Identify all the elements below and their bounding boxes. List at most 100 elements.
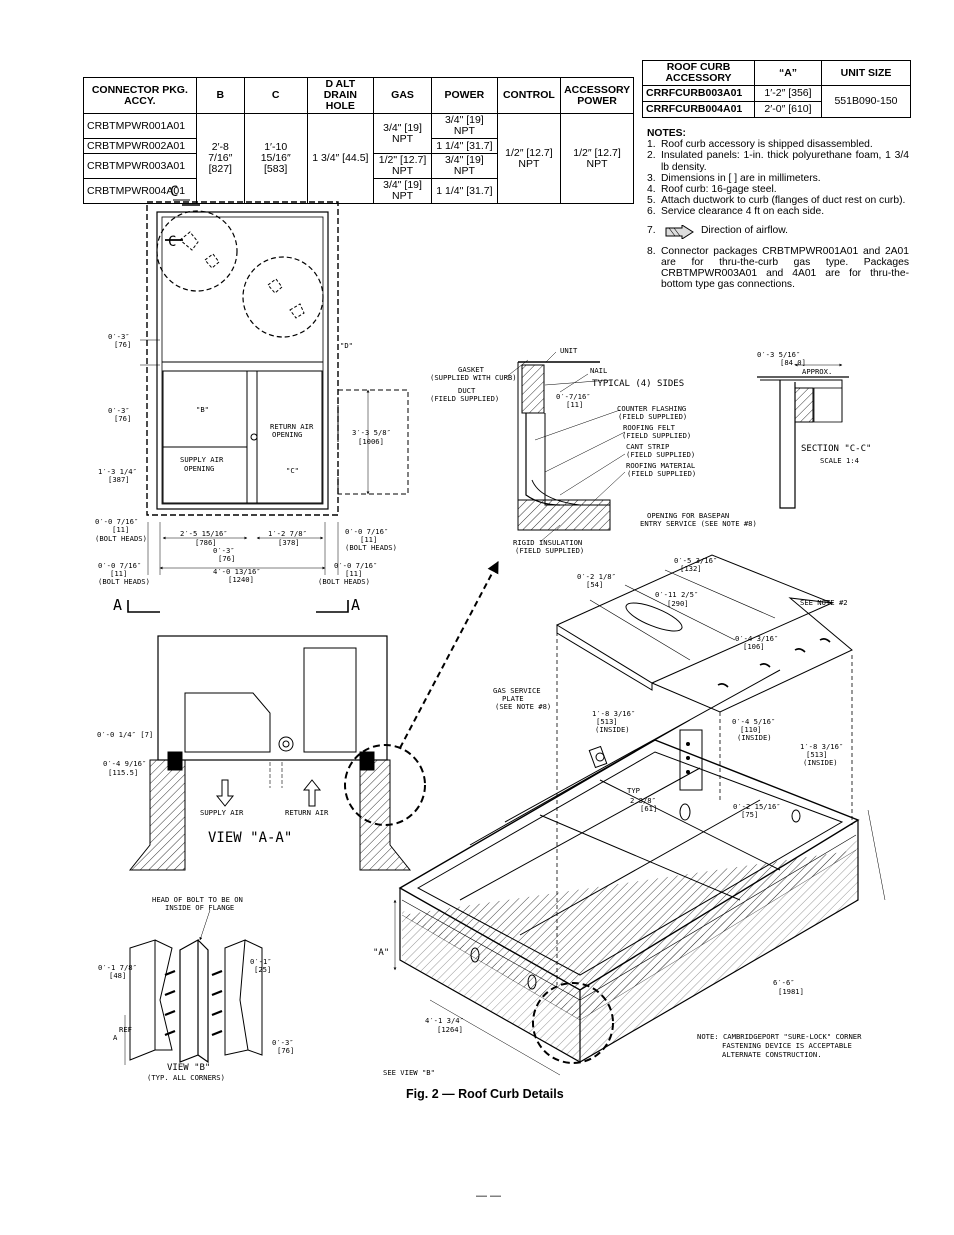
svg-text:OPENING FOR BASEPAN: OPENING FOR BASEPAN [647,511,729,520]
svg-text:A: A [351,596,360,614]
svg-text:0′-1″: 0′-1″ [250,957,272,966]
svg-text:[76]: [76] [277,1046,294,1055]
svg-text:"B": "B" [196,405,209,414]
svg-text:(FIELD SUPPLIED): (FIELD SUPPLIED) [627,469,696,478]
svg-text:0′-0 7/16″: 0′-0 7/16″ [345,527,388,536]
svg-text:0′-1 7/8″: 0′-1 7/8″ [98,963,137,972]
svg-text:ALTERNATE CONSTRUCTION.: ALTERNATE CONSTRUCTION. [722,1050,822,1059]
svg-text:(FIELD SUPPLIED): (FIELD SUPPLIED) [626,450,695,459]
svg-text:(INSIDE): (INSIDE) [803,758,838,767]
airflow-arrow-icon [665,224,694,239]
cell-pkg: CRBTMPWR003A01 [83,153,197,179]
table-row: CRBTMPWR001A01 2′-8 7/16″ [827] 1′-10 15… [83,113,634,204]
svg-text:(FIELD SUPPLIED): (FIELD SUPPLIED) [622,431,691,440]
cell-unit-size: 551B090-150 [821,85,911,118]
svg-text:[786]: [786] [195,538,217,547]
svg-text:(INSIDE): (INSIDE) [737,733,772,742]
cell-gas: 1/2" [12.7] NPT [373,153,432,179]
notes-title: NOTES: [647,128,686,139]
view-aa-labels: 0′-0 1/4″ [7] 0′-4 9/16″ [115.5] SUPPLY … [97,730,329,846]
svg-text:SUPPLY AIR: SUPPLY AIR [200,808,244,817]
svg-text:C: C [170,184,178,200]
svg-text:0′-3″: 0′-3″ [108,332,130,341]
svg-text:[290]: [290] [667,599,689,608]
table-header-row: CONNECTOR PKG. ACCY. B C D ALT DRAIN HOL… [83,77,634,114]
plan-view-labels: C C 0′-3″ [76] 0′-3″ [76] 1′-3 1/4″ [387… [95,184,397,614]
svg-text:(SUPPLIED WITH CURB): (SUPPLIED WITH CURB) [430,373,517,382]
svg-text:ENTRY SERVICE (SEE NOTE #8): ENTRY SERVICE (SEE NOTE #8) [640,519,757,528]
svg-text:(BOLT HEADS): (BOLT HEADS) [318,577,370,586]
svg-text:[84.0]: [84.0] [780,358,806,367]
svg-text:APPROX.: APPROX. [802,367,832,376]
svg-text:(INSIDE): (INSIDE) [595,725,630,734]
svg-text:NAIL: NAIL [590,366,607,375]
svg-text:VIEW "B": VIEW "B" [167,1063,210,1073]
svg-text:1′-8 3/16″: 1′-8 3/16″ [592,709,635,718]
svg-text:INSIDE OF FLANGE: INSIDE OF FLANGE [165,903,234,912]
header-accessory-power: ACCESSORY POWER [560,77,634,114]
cell-a: 2′-0″ [610] [754,101,822,118]
svg-text:(TYP. ALL CORNERS): (TYP. ALL CORNERS) [147,1073,225,1082]
svg-text:REF: REF [119,1025,132,1034]
svg-text:[54]: [54] [586,580,603,589]
svg-text:[1006]: [1006] [358,437,384,446]
svg-text:0′-4 5/16″: 0′-4 5/16″ [732,717,775,726]
cell-gas: 3/4" [19] NPT [373,178,432,204]
svg-text:CANT STRIP: CANT STRIP [626,442,669,451]
note-item: 5.Attach ductwork to curb (flanges of du… [647,195,906,207]
svg-text:0′-3″: 0′-3″ [213,546,235,555]
svg-text:3′-3 5/8″: 3′-3 5/8″ [352,428,391,437]
svg-text:(BOLT HEADS): (BOLT HEADS) [345,543,397,552]
header-control: CONTROL [496,77,562,114]
svg-text:0′-4 3/16″: 0′-4 3/16″ [735,634,778,643]
svg-text:1′-3 1/4″: 1′-3 1/4″ [98,467,137,476]
svg-text:[25]: [25] [254,965,271,974]
note-item: 2.Insulated panels: 1-in. thick polyuret… [647,150,909,173]
svg-text:A: A [113,1033,118,1042]
svg-text:ROOFING MATERIAL: ROOFING MATERIAL [626,461,695,470]
svg-text:0′-3 5/16″: 0′-3 5/16″ [757,350,800,359]
svg-text:(FIELD SUPPLIED): (FIELD SUPPLIED) [430,394,499,403]
table-row: CRRFCURB003A01 1′-2″ [356] 551B090-150 [642,85,911,118]
svg-text:[115.5]: [115.5] [108,768,138,777]
notes-block: NOTES: 1.Roof curb accessory is shipped … [647,128,909,290]
svg-text:0′-0 1/4″ [7]: 0′-0 1/4″ [7] [97,730,153,739]
svg-text:"C": "C" [286,466,299,475]
connector-package-table: CONNECTOR PKG. ACCY. B C D ALT DRAIN HOL… [83,77,634,204]
svg-text:ROOFING FELT: ROOFING FELT [623,423,676,432]
svg-text:[76]: [76] [114,414,131,423]
svg-text:[11]: [11] [112,525,129,534]
svg-text:RETURN AIR: RETURN AIR [285,808,329,817]
svg-text:(BOLT HEADS): (BOLT HEADS) [98,577,150,586]
view-b-labels: HEAD OF BOLT TO BE ON INSIDE OF FLANGE 0… [98,895,294,1082]
view-b-drawing [124,909,263,1065]
view-aa-drawing [128,560,499,871]
header-c: C [243,77,308,114]
svg-text:0′-11 2/5″: 0′-11 2/5″ [655,590,698,599]
svg-text:4′-1 3/4″: 4′-1 3/4″ [425,1016,464,1025]
svg-text:[513]: [513] [596,717,618,726]
svg-text:[11]: [11] [360,535,377,544]
svg-text:UNIT: UNIT [560,346,578,355]
svg-text:[378]: [378] [278,538,300,547]
svg-text:TYPICAL (4) SIDES: TYPICAL (4) SIDES [592,379,684,389]
svg-text:[1264]: [1264] [437,1025,463,1034]
svg-text:[75]: [75] [741,810,758,819]
header-gas: GAS [373,77,432,114]
svg-text:[11]: [11] [110,569,127,578]
page-number: — — [476,1190,502,1202]
svg-text:[61]: [61] [640,804,657,813]
cell-power: 3/4" [19] NPT [430,153,498,179]
cell-b: 2′-8 7/16″ [827] [195,113,245,204]
svg-text:0′-7/16″: 0′-7/16″ [556,392,591,401]
roof-curb-table: ROOF CURB ACCESSORY “A” UNIT SIZE CRRFCU… [642,60,911,118]
svg-text:[110]: [110] [740,725,762,734]
note-item: 4.Roof curb: 16-gage steel. [647,184,777,196]
curb-detail-labels: UNIT GASKET (SUPPLIED WITH CURB) NAIL TY… [430,346,696,555]
header-connector: CONNECTOR PKG. ACCY. [83,77,197,114]
svg-text:[1981]: [1981] [778,987,804,996]
svg-text:COUNTER FLASHING: COUNTER FLASHING [617,404,686,413]
svg-text:VIEW "A-A": VIEW "A-A" [208,830,292,846]
svg-text:OPENING: OPENING [272,430,302,439]
header-b: B [195,77,245,114]
